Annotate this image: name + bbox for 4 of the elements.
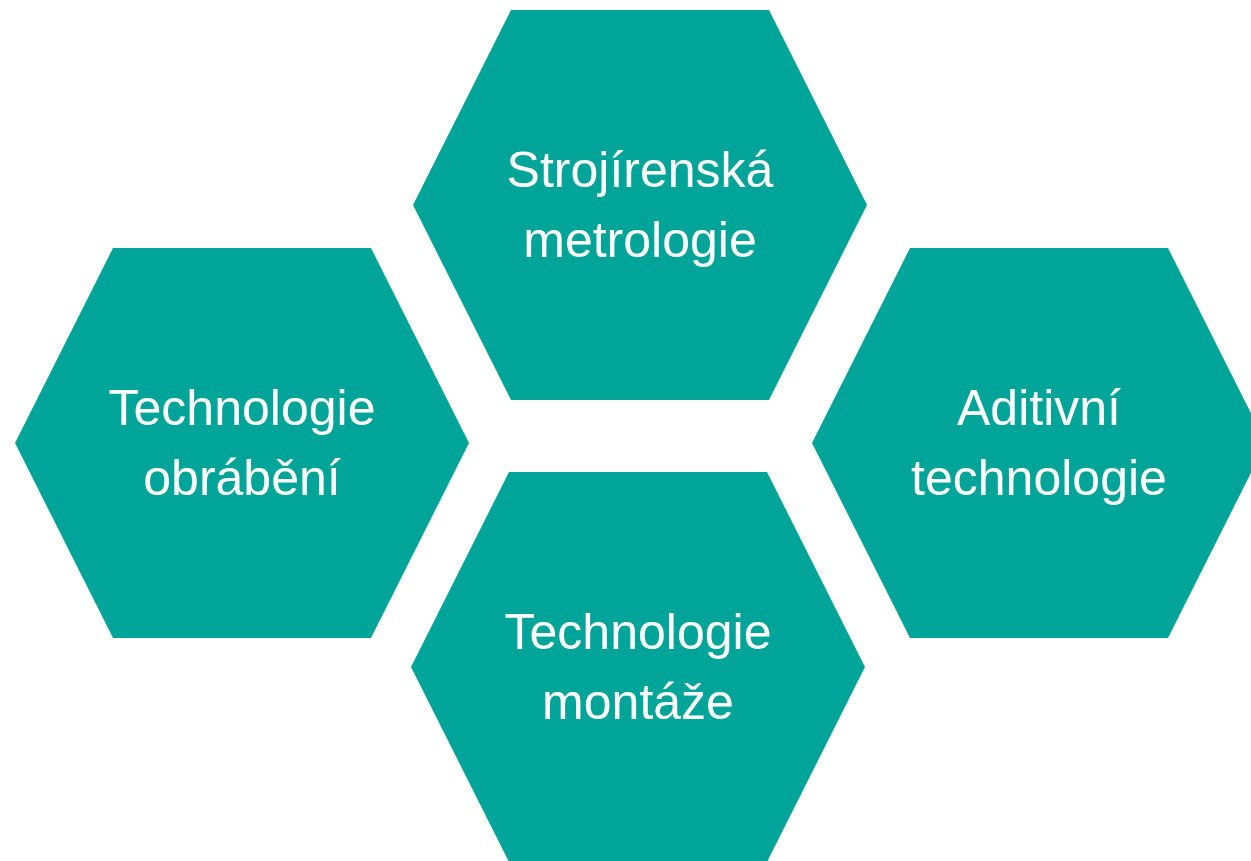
hexagon-label: Aditivní technologie bbox=[910, 379, 1168, 508]
hexagon-label: Strojírenská metrologie bbox=[505, 141, 775, 270]
hexagon-label: Technologie obrábění bbox=[107, 379, 377, 508]
hexagon-label: Technologie montáže bbox=[503, 603, 773, 732]
